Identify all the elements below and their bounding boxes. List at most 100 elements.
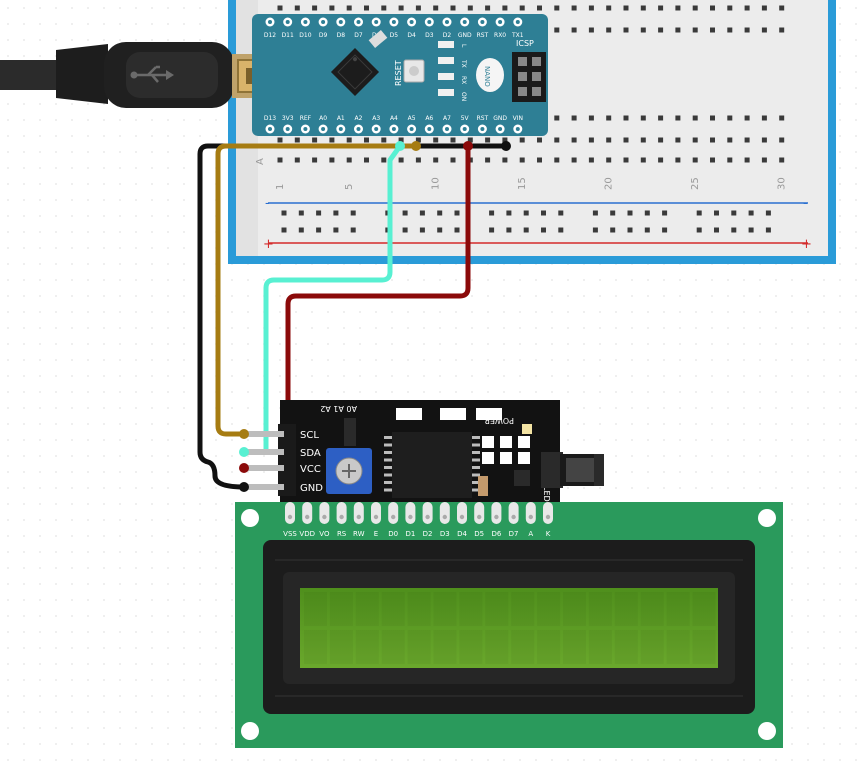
breadboard-hole bbox=[346, 137, 352, 143]
rail-hole bbox=[541, 227, 546, 233]
lcd-pin-label: D7 bbox=[509, 530, 519, 538]
breadboard-hole bbox=[692, 157, 698, 163]
column-number: 25 bbox=[690, 177, 701, 190]
arduino-top-pin-hole bbox=[480, 20, 485, 24]
lcd-pin-label: RS bbox=[337, 530, 347, 538]
backpack-pin bbox=[244, 484, 284, 490]
lcd-pin-hole bbox=[391, 514, 396, 520]
lcd-character-cell bbox=[407, 630, 431, 664]
chip-pin-right bbox=[472, 488, 480, 492]
breadboard-hole bbox=[502, 5, 508, 11]
breadboard-hole bbox=[554, 27, 560, 33]
chip-pin-right bbox=[472, 451, 480, 454]
breadboard-hole bbox=[381, 157, 387, 163]
arduino-top-pin-label: D12 bbox=[264, 32, 276, 39]
lcd-pin bbox=[491, 502, 502, 524]
lcd-pin-hole bbox=[494, 514, 499, 520]
arduino-bottom-pin-hole bbox=[285, 127, 290, 131]
arduino-led bbox=[438, 57, 454, 64]
breadboard-hole bbox=[710, 27, 715, 33]
breadboard-hole bbox=[588, 115, 594, 121]
chip-pin-right bbox=[472, 481, 480, 484]
arduino-top-pin-label: D9 bbox=[319, 32, 328, 39]
row-letter-a: A bbox=[255, 158, 266, 165]
arduino-led-label: L bbox=[460, 44, 467, 48]
arduino-led bbox=[438, 89, 454, 96]
smd-component bbox=[478, 476, 488, 496]
rail-hole bbox=[350, 210, 356, 216]
breadboard-hole bbox=[415, 137, 421, 143]
breadboard-hole bbox=[606, 27, 612, 33]
rail-plus-left: + bbox=[263, 237, 274, 252]
wire-gnd bbox=[197, 143, 509, 490]
breadboard-hole bbox=[658, 157, 664, 163]
arduino-top-pin-hole bbox=[445, 20, 449, 24]
arduino-bottom-pin-hole bbox=[268, 127, 272, 131]
arduino-bottom-pin-label: D13 bbox=[264, 115, 276, 122]
arduino-top-pin-label: TX1 bbox=[511, 32, 524, 39]
breadboard-hole bbox=[779, 5, 785, 11]
chip-pin-left bbox=[384, 466, 392, 469]
rail-hole bbox=[281, 227, 287, 233]
arduino-top-pin-label: D4 bbox=[407, 32, 416, 39]
lcd-character-cell bbox=[537, 630, 561, 664]
rail-hole bbox=[523, 227, 529, 233]
lcd-character-cell bbox=[511, 630, 535, 664]
reset-button-cap[interactable] bbox=[409, 66, 419, 76]
lcd-character-cell bbox=[666, 630, 690, 664]
arduino-top-pin-label: D11 bbox=[282, 32, 294, 39]
led-label: LED bbox=[542, 486, 551, 502]
rail-hole bbox=[662, 210, 668, 216]
arduino-bottom-pin-label: GND bbox=[493, 115, 507, 122]
breadboard-hole bbox=[675, 115, 681, 121]
rail-hole bbox=[731, 227, 737, 233]
breadboard-hole bbox=[312, 137, 318, 143]
arduino-pcb bbox=[252, 14, 548, 136]
lcd-pin-label: D6 bbox=[491, 530, 501, 538]
breadboard-hole bbox=[692, 5, 698, 11]
breadboard-hole bbox=[450, 157, 456, 163]
lcd-pin bbox=[353, 502, 364, 524]
breadboard-hole bbox=[606, 115, 612, 121]
breadboard-hole bbox=[398, 137, 404, 143]
wire-end-sda bbox=[239, 447, 249, 457]
rail-minus-left: - bbox=[265, 196, 270, 211]
nano-label: NANO bbox=[483, 66, 491, 87]
lcd-character-cell bbox=[329, 630, 353, 664]
breadboard-hole bbox=[640, 157, 646, 163]
lcd-pin-hole bbox=[425, 514, 430, 520]
breadboard-hole bbox=[346, 157, 352, 163]
breadboard-hole bbox=[415, 5, 421, 11]
rail-hole bbox=[541, 210, 546, 216]
breadboard-hole bbox=[640, 27, 646, 33]
breadboard-hole bbox=[398, 157, 404, 163]
usb-cable-wire bbox=[0, 60, 60, 90]
rail-hole bbox=[696, 210, 702, 216]
smd-capacitor bbox=[482, 452, 494, 464]
arduino-top-pin-label: RST bbox=[477, 32, 489, 39]
lcd-character-cells bbox=[304, 592, 716, 664]
wire-end-scl bbox=[239, 429, 249, 439]
wire-vcc-end-top bbox=[463, 141, 473, 151]
breadboard-hole bbox=[571, 27, 577, 33]
pcf8574-chip-pins bbox=[384, 436, 480, 492]
breadboard-hole bbox=[588, 27, 594, 33]
arduino-bottom-pin-hole bbox=[480, 127, 485, 131]
breadboard-hole bbox=[779, 27, 785, 33]
chip-pin-right bbox=[472, 458, 480, 462]
arduino-bottom-pin-hole bbox=[515, 127, 520, 131]
arduino-crystal bbox=[368, 30, 388, 48]
usb-strain-relief bbox=[56, 44, 108, 104]
lcd-pin-hole bbox=[373, 514, 379, 520]
lcd-pin bbox=[525, 502, 536, 524]
lcd-character-cell bbox=[355, 592, 379, 626]
arduino-led-label: RX bbox=[460, 76, 467, 84]
rail-hole bbox=[765, 227, 771, 233]
rail-hole bbox=[419, 227, 425, 233]
chip-pin-left bbox=[384, 488, 392, 492]
arduino-top-pin-hole bbox=[303, 20, 308, 24]
icsp-pin bbox=[532, 57, 541, 66]
